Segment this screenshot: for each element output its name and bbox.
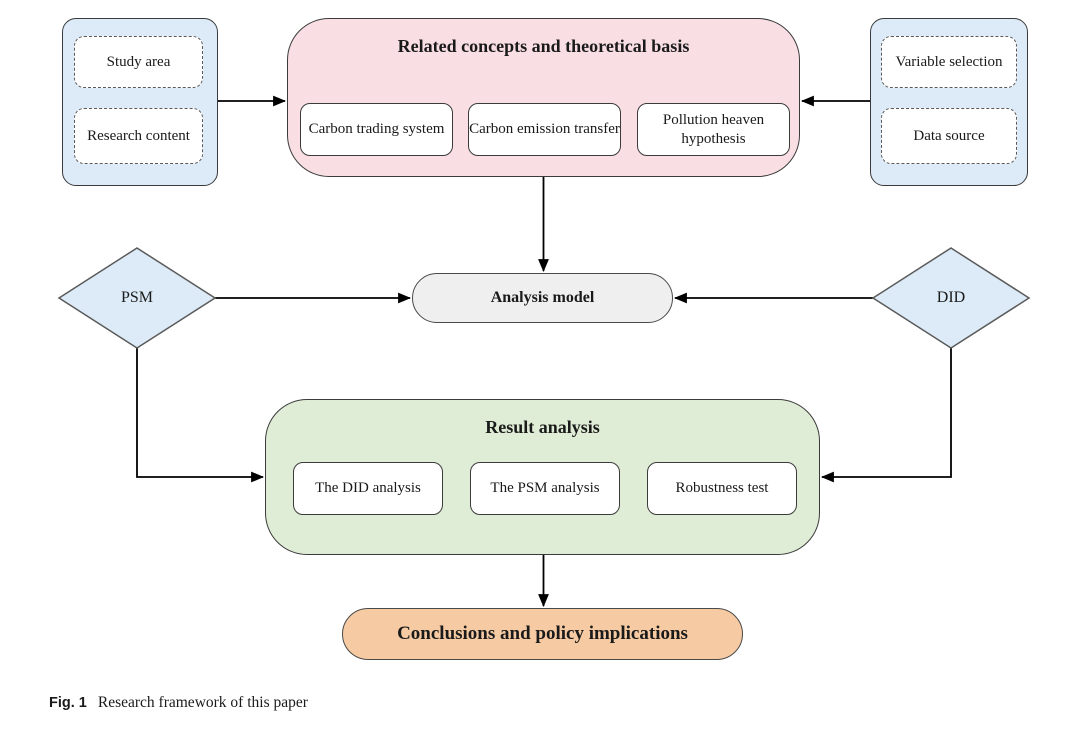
- node-study-area: Study area: [74, 36, 203, 88]
- node-carbon-trading-system: Carbon trading system: [300, 103, 453, 156]
- node-conclusions: Conclusions and policy implications: [342, 608, 743, 660]
- node-data-source: Data source: [881, 108, 1017, 164]
- node-robustness-test: Robustness test: [647, 462, 797, 515]
- node-analysis-model: Analysis model: [412, 273, 673, 323]
- did-diamond: [871, 247, 1031, 349]
- arrow-psm-to-results: [136, 348, 265, 483]
- arrow-did-to-results: [820, 348, 952, 483]
- node-psm-label: PSM: [120, 289, 154, 306]
- figure-caption: Fig. 1 Research framework of this paper: [49, 694, 308, 712]
- results-group-title: Result analysis: [485, 417, 600, 437]
- figure-caption-label: Fig. 1: [49, 695, 87, 711]
- node-psm-analysis: The PSM analysis: [470, 462, 620, 515]
- psm-diamond: [57, 247, 217, 349]
- node-carbon-emission-transfer: Carbon emission transfer: [468, 103, 621, 156]
- node-pollution-heaven-hypothesis: Pollution heaven hypothesis: [637, 103, 790, 156]
- node-variable-selection: Variable selection: [881, 36, 1017, 88]
- node-did-analysis: The DID analysis: [293, 462, 443, 515]
- node-research-content: Research content: [74, 108, 203, 164]
- figure-caption-text: Research framework of this paper: [97, 694, 308, 711]
- theory-group-title: Related concepts and theoretical basis: [397, 36, 690, 56]
- node-did-label: DID: [936, 289, 966, 306]
